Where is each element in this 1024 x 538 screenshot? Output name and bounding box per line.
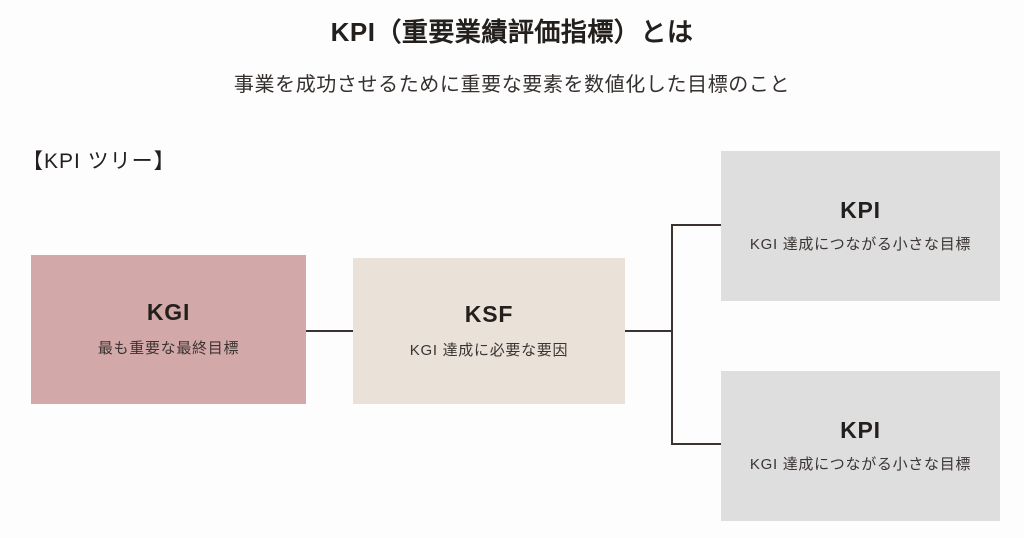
page-title: KPI（重要業績評価指標）とは	[330, 17, 694, 47]
node-kgi-title: KGI	[146, 299, 191, 325]
connector-branch-to-kpi-1	[671, 224, 722, 226]
node-kpi-2-description: KGI 達成につながる小さな目標	[749, 455, 972, 473]
node-ksf: KSF KGI 達成に必要な要因	[353, 258, 625, 404]
section-label-kpi-tree: 【KPI ツリー】	[22, 150, 176, 173]
connector-ksf-stem	[624, 330, 673, 332]
node-kpi-2: KPI KGI 達成につながる小さな目標	[721, 371, 1000, 521]
page-subtitle: 事業を成功させるために重要な要素を数値化した目標のこと	[233, 74, 791, 96]
node-ksf-description: KGI 達成に必要な要因	[409, 341, 569, 359]
connector-bracket-vertical	[671, 224, 673, 444]
node-kgi: KGI 最も重要な最終目標	[31, 255, 306, 404]
connector-kgi-to-ksf	[306, 330, 354, 332]
node-kpi-2-title: KPI	[840, 416, 881, 443]
node-ksf-title: KSF	[464, 300, 514, 327]
node-kpi-1: KPI KGI 達成につながる小さな目標	[721, 151, 1000, 301]
node-kgi-description: 最も重要な最終目標	[97, 340, 240, 357]
node-kpi-1-title: KPI	[840, 196, 881, 223]
node-kpi-1-description: KGI 達成につながる小さな目標	[749, 235, 972, 253]
connector-branch-to-kpi-2	[671, 443, 722, 445]
